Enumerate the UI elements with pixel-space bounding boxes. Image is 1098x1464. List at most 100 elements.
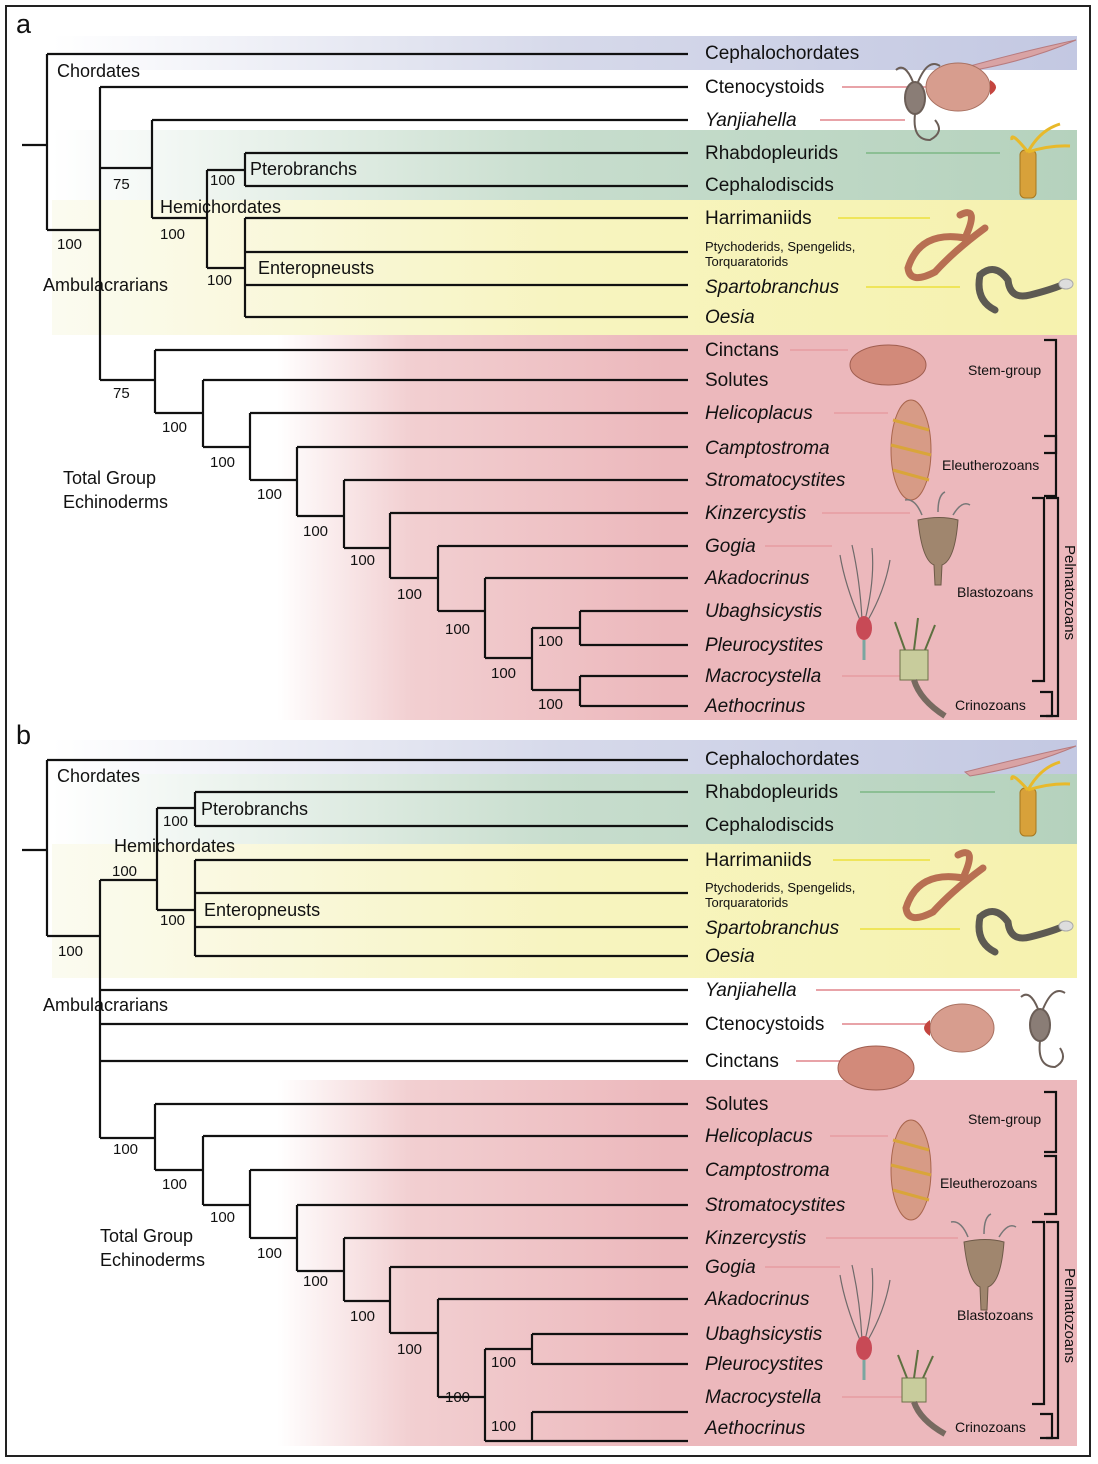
taxon-pleurocystites-b: Pleurocystites xyxy=(705,1355,823,1374)
taxon-oesia-a: Oesia xyxy=(705,308,755,327)
support-enteropneusts-a: 100 xyxy=(207,273,232,288)
taxon-harrimaniids-a: Harrimaniids xyxy=(705,209,812,228)
taxon-aethocrinus-b: Aethocrinus xyxy=(705,1419,805,1438)
support-node-9-a: 100 xyxy=(538,634,563,649)
taxon-solutes-a: Solutes xyxy=(705,371,768,390)
clade-hemichordates-a: Hemichordates xyxy=(160,198,281,216)
gogia-illustration-a xyxy=(840,545,890,660)
taxon-helicoplacus-a: Helicoplacus xyxy=(705,404,813,423)
tree-branches-a xyxy=(22,54,688,706)
taxon-macrocystella-a: Macrocystella xyxy=(705,667,821,686)
taxon-rhabdopleurids-a: Rhabdopleurids xyxy=(705,144,838,163)
taxon-cephalochordates-a: Cephalochordates xyxy=(705,44,859,63)
clade-total-group-line1-a: Total Group xyxy=(63,466,168,490)
macrocystella-illustration-b xyxy=(898,1350,945,1434)
bracket-crinozoans-b xyxy=(1040,1414,1052,1438)
support-node-10-a: 100 xyxy=(538,697,563,712)
clade-pterobranchs-b: Pterobranchs xyxy=(201,800,308,818)
taxon-aethocrinus-a: Aethocrinus xyxy=(705,697,805,716)
amphioxus-illustration-a xyxy=(970,40,1076,70)
taxon-camptostroma-b: Camptostroma xyxy=(705,1161,830,1180)
taxon-cephalodiscids-a: Cephalodiscids xyxy=(705,176,834,195)
clade-chordates-b: Chordates xyxy=(57,767,140,785)
taxon-ctenocystoids-b: Ctenocystoids xyxy=(705,1015,824,1034)
bracket-eleutherozoans-b xyxy=(1044,1156,1056,1214)
bracket-blastozoans-b xyxy=(1032,1222,1044,1404)
kinzercystis-illustration-a xyxy=(905,492,970,585)
rhabdopleura-illustration-b xyxy=(1012,762,1070,836)
support-ambulacraria-b: 100 xyxy=(58,944,83,959)
helicoplacus-illustration-b xyxy=(891,1120,931,1220)
support-node-6-b: 100 xyxy=(397,1342,422,1357)
taxon-cinctans-b: Cinctans xyxy=(705,1052,779,1071)
panel-letter-a: a xyxy=(16,11,31,38)
taxon-gogia-b: Gogia xyxy=(705,1258,756,1277)
taxon-ptychoderids-line1-b: Ptychoderids, Spengelids, xyxy=(705,880,855,895)
support-node-8-a: 100 xyxy=(491,666,516,681)
taxon-cephalochordates-b: Cephalochordates xyxy=(705,750,859,769)
support-node-7-b: 100 xyxy=(445,1390,470,1405)
support-node-2-a: 100 xyxy=(210,455,235,470)
group-eleutherozoans-b: Eleutherozoans xyxy=(940,1175,1037,1191)
kinzercystis-illustration-b xyxy=(951,1214,1016,1310)
group-eleutherozoans-a: Eleutherozoans xyxy=(942,457,1039,473)
bracket-pelmatozoans-b xyxy=(1046,1222,1058,1438)
taxon-ubaghsicystis-a: Ubaghsicystis xyxy=(705,602,822,621)
clade-hemichordates-b: Hemichordates xyxy=(114,837,235,855)
support-node-9-b: 100 xyxy=(491,1419,516,1434)
support-ambulacraria-a: 100 xyxy=(57,237,82,252)
clade-ambulacrarians-b: Ambulacrarians xyxy=(43,996,168,1014)
group-crinozoans-a: Crinozoans xyxy=(955,697,1026,713)
support-node-3-b: 100 xyxy=(257,1246,282,1261)
ctenocystoid-illustration-a xyxy=(926,63,996,111)
clade-chordates-a: Chordates xyxy=(57,62,140,80)
taxon-harrimaniids-b: Harrimaniids xyxy=(705,851,812,870)
clade-enteropneusts-b: Enteropneusts xyxy=(204,901,320,919)
gogia-illustration-b xyxy=(840,1265,890,1380)
taxon-oesia-b: Oesia xyxy=(705,947,755,966)
support-node-4-b: 100 xyxy=(303,1274,328,1289)
group-stem-group-b: Stem-group xyxy=(968,1111,1041,1127)
macrocystella-illustration-a xyxy=(895,618,945,716)
bracket-pelmatozoans-a xyxy=(1046,498,1058,716)
spartobranchus-illustration-a xyxy=(979,270,1073,310)
bracket-eleutherozoans-a xyxy=(1044,436,1056,496)
taxon-helicoplacus-b: Helicoplacus xyxy=(705,1127,813,1146)
helicoplacus-illustration-a xyxy=(891,400,931,500)
support-node-6-a: 100 xyxy=(397,587,422,602)
support-node-0-b: 100 xyxy=(113,1142,138,1157)
support-pterobranchs-b: 100 xyxy=(163,814,188,829)
taxon-cephalodiscids-b: Cephalodiscids xyxy=(705,816,834,835)
taxon-camptostroma-a: Camptostroma xyxy=(705,439,830,458)
taxon-ptychoderids-line2-b: Torquaratorids xyxy=(705,895,855,910)
support-node-2-b: 100 xyxy=(210,1210,235,1225)
support-node-1-b: 100 xyxy=(162,1177,187,1192)
clade-ambulacrarians-a: Ambulacrarians xyxy=(43,276,168,294)
taxon-ptychoderids-line1-a: Ptychoderids, Spengelids, xyxy=(705,239,855,254)
taxon-ctenocystoids-a: Ctenocystoids xyxy=(705,78,824,97)
taxon-macrocystella-b: Macrocystella xyxy=(705,1388,821,1407)
group-crinozoans-b: Crinozoans xyxy=(955,1419,1026,1435)
support-node-1-a: 100 xyxy=(162,420,187,435)
cinctan-illustration-b xyxy=(838,1046,914,1090)
clade-total-group-b: Total Group Echinoderms xyxy=(100,1224,205,1272)
support-node-75a-a: 75 xyxy=(113,177,130,192)
support-node-7-a: 100 xyxy=(445,622,470,637)
clade-pterobranchs-a: Pterobranchs xyxy=(250,160,357,178)
clade-total-group-a: Total Group Echinoderms xyxy=(63,466,168,514)
bracket-blastozoans-a xyxy=(1032,498,1044,681)
taxon-spartobranchus-b: Spartobranchus xyxy=(705,919,839,938)
yanjiahella-illustration-b xyxy=(1021,991,1065,1067)
support-hemichordates-a: 100 xyxy=(160,227,185,242)
rhabdopleura-illustration-a xyxy=(1012,124,1070,198)
bracket-stem-group-b xyxy=(1044,1092,1056,1152)
taxon-spartobranchus-a: Spartobranchus xyxy=(705,278,839,297)
taxon-ptychoderids-a: Ptychoderids, Spengelids, Torquaratorids xyxy=(705,239,855,269)
clade-total-group-line2-a: Echinoderms xyxy=(63,490,168,514)
taxon-yanjiahella-b: Yanjiahella xyxy=(705,981,797,1000)
taxon-yanjiahella-a: Yanjiahella xyxy=(705,111,797,130)
clade-total-group-line1-b: Total Group xyxy=(100,1224,205,1248)
support-node-5-b: 100 xyxy=(350,1309,375,1324)
clade-enteropneusts-a: Enteropneusts xyxy=(258,259,374,277)
group-pelmatozoans-b: Pelmatozoans xyxy=(1061,1268,1078,1363)
